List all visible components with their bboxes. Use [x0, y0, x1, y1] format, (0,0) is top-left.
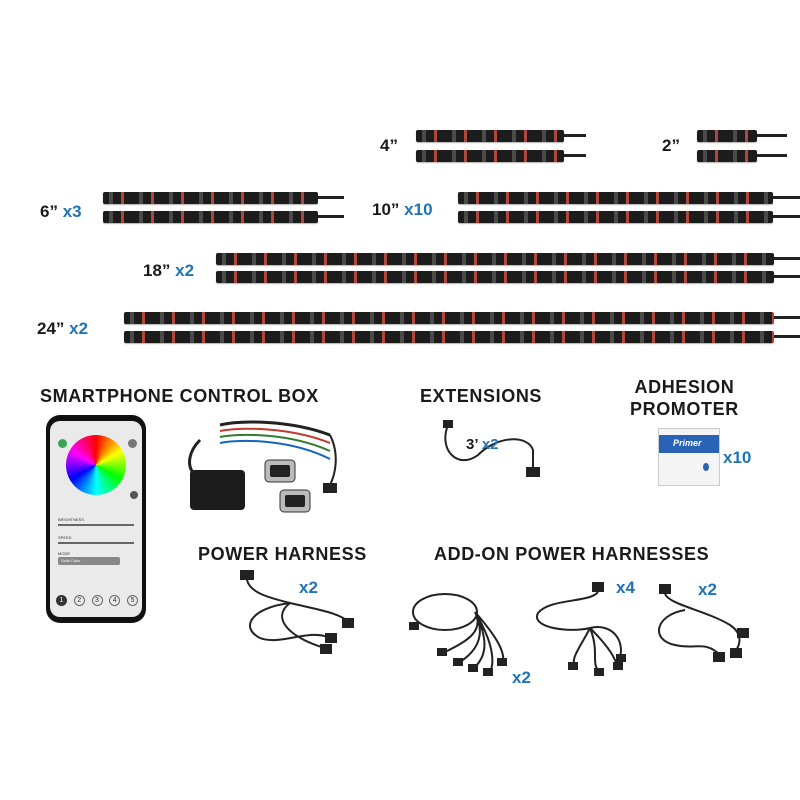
strip-cable [757, 134, 787, 137]
drop-icon [703, 463, 709, 471]
strip-size-label: 4” [380, 136, 398, 155]
strip-qty-label: x3 [62, 202, 82, 221]
led-strip [103, 192, 318, 204]
power-harness-qty: x2 [299, 578, 318, 597]
extension-cables [443, 420, 540, 477]
strip-cable [318, 196, 344, 199]
smartphone-control-box-heading: SMARTPHONE CONTROL BOX [40, 386, 319, 406]
addon-harness-large [409, 593, 507, 676]
adhesion-heading-line2: PROMOTER [630, 399, 739, 419]
strip-qty-label: x2 [175, 261, 195, 280]
packet-band: Primer [659, 435, 719, 453]
strip-cable [774, 316, 800, 319]
strip-size-label: 18” [143, 261, 171, 280]
preset-button[interactable]: 3 [91, 595, 103, 606]
preset-buttons: 1 2 3 4 5 [56, 595, 138, 607]
adhesion-promoter-heading: ADHESION PROMOTER [630, 376, 739, 420]
extension-length: 3’ [466, 436, 478, 453]
preset-button[interactable]: 2 [73, 595, 85, 606]
adhesion-heading-line1: ADHESION [634, 377, 735, 397]
addon-harness-qty-a: x2 [512, 668, 531, 687]
brightness-slider[interactable] [58, 524, 134, 526]
preset-button[interactable]: 5 [127, 595, 138, 606]
brightness-label: BRIGHTNESS [58, 517, 85, 522]
strip-cable [773, 215, 800, 218]
smartphone: BRIGHTNESS SPEED MODE Solid Color 1 2 3 … [46, 415, 146, 623]
packet-brand: Primer [673, 438, 702, 448]
extensions-qty-label: 3’ x2 [466, 436, 499, 453]
mode-select[interactable]: Solid Color [58, 557, 120, 565]
power-icon [58, 439, 67, 448]
strip-size-label: 10” [372, 200, 400, 219]
led-strip [416, 150, 564, 162]
speed-label: SPEED [58, 535, 72, 540]
strip-qty-label: x2 [69, 319, 89, 338]
strip-size-label: 6” [40, 202, 58, 221]
led-strip [216, 253, 774, 265]
led-strip [124, 331, 774, 343]
speed-slider[interactable] [58, 542, 134, 544]
addon-harness-small [658, 584, 749, 662]
led-strip [458, 192, 773, 204]
led-strip [416, 130, 564, 142]
led-strip [216, 271, 774, 283]
adhesion-promoter-packet: Primer [658, 428, 720, 486]
strip-cable [564, 154, 586, 157]
strip-cable [757, 154, 787, 157]
strip-size-label: 2” [662, 136, 680, 155]
led-strip [697, 130, 757, 142]
settings-icon [130, 491, 138, 499]
strip-cable [774, 257, 800, 260]
addon-harness-qty-b: x4 [616, 578, 635, 597]
strip-qty-label: x10 [404, 200, 433, 219]
extensions-heading: EXTENSIONS [420, 386, 543, 406]
preset-button[interactable]: 1 [56, 595, 67, 606]
led-strip [697, 150, 757, 162]
strip-cable [774, 275, 800, 278]
extension-qty: x2 [481, 436, 499, 453]
strip-cable [773, 196, 800, 199]
color-wheel[interactable] [66, 435, 126, 495]
phone-screen: BRIGHTNESS SPEED MODE Solid Color 1 2 3 … [50, 421, 142, 617]
led-strip [103, 211, 318, 223]
preset-button[interactable]: 4 [109, 595, 121, 606]
strip-size-label: 24” [37, 319, 65, 338]
addon-harness-qty-c: x2 [698, 580, 717, 599]
power-harness-heading: POWER HARNESS [198, 544, 367, 564]
led-strip [124, 312, 774, 324]
add-on-power-harnesses-heading: ADD-ON POWER HARNESSES [434, 544, 710, 564]
mode-label: MODE [58, 551, 70, 556]
strip-cable [774, 335, 800, 338]
addon-harness-medium [536, 582, 626, 676]
mode-select-value: Solid Color [61, 558, 81, 563]
control-box-with-remotes [188, 420, 337, 513]
led-strip [458, 211, 773, 223]
power-harness [240, 570, 354, 654]
strip-cable [564, 134, 586, 137]
strip-cable [318, 215, 344, 218]
help-icon [128, 439, 137, 448]
adhesion-qty: x10 [723, 448, 752, 467]
